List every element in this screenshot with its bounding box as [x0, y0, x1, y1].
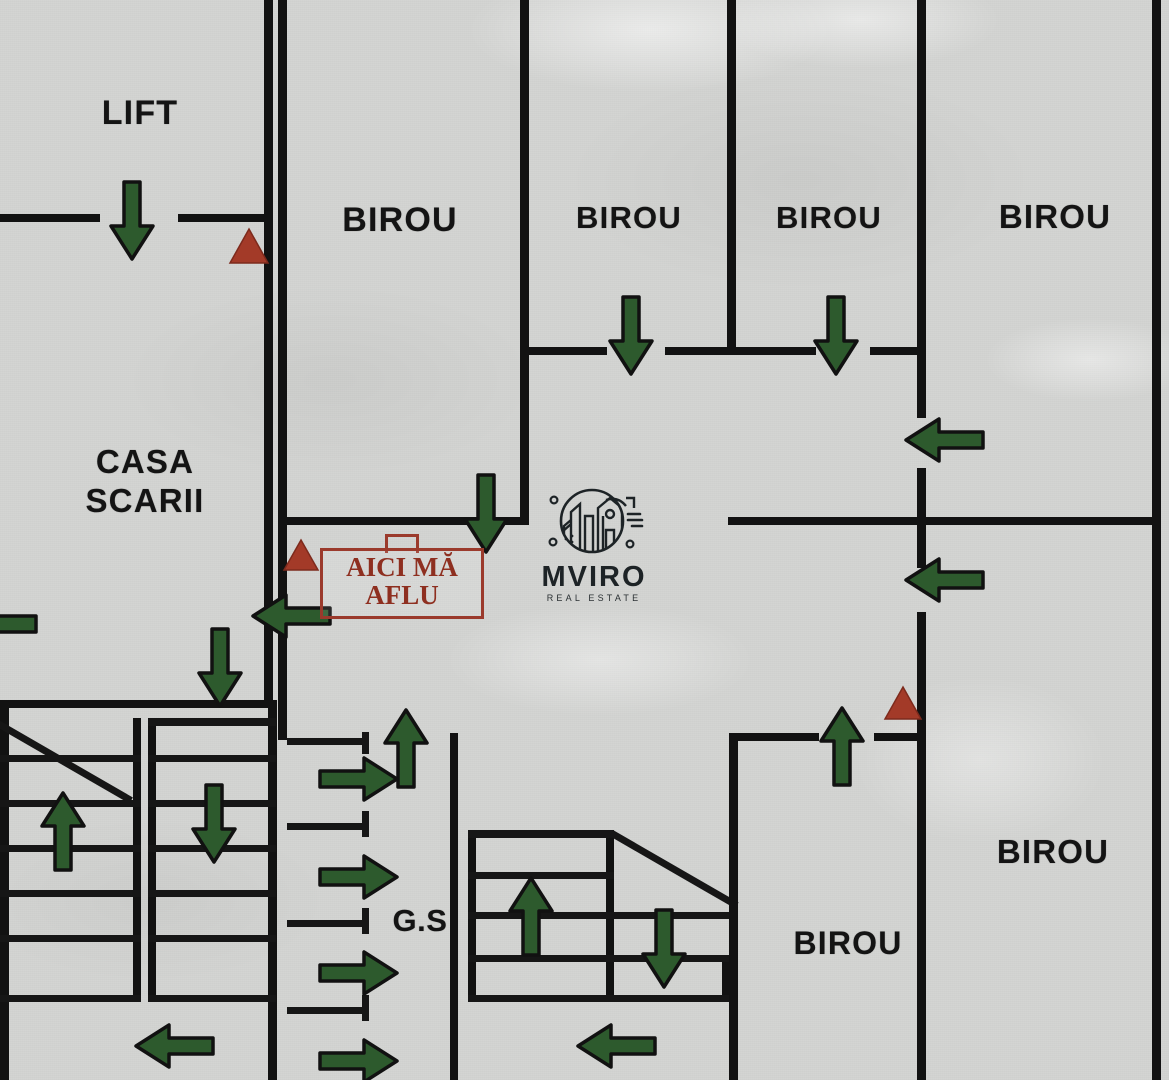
stair-b-tread-top	[148, 718, 276, 726]
wall-stair-b-left	[148, 718, 156, 1000]
wall-stair-a-right	[133, 718, 141, 1000]
evac-arrow-stairs-left-up	[40, 791, 86, 872]
mviro-building-circle-icon	[548, 488, 644, 554]
wall-h-birou3-bottom-right	[870, 347, 926, 355]
evac-arrow-gs-stall-2	[318, 854, 399, 900]
wall-v-lift-right	[264, 0, 273, 700]
mviro-tagline: REAL ESTATE	[546, 593, 642, 603]
wall-v-gs-right	[450, 733, 458, 1080]
room-label-birou-1: BIROU	[342, 201, 458, 239]
here-sign-line1: AICI MĂ	[346, 552, 458, 582]
room-label-birou-2: BIROU	[576, 200, 682, 235]
evac-arrow-gs-stall-1	[318, 756, 399, 802]
wall-h-corridor-right	[728, 517, 1152, 525]
gs-divider-3	[287, 920, 369, 927]
gs-divider-3-cap	[362, 908, 369, 934]
wall-h-birou2-bottom	[529, 347, 607, 355]
gs-divider-1-cap	[362, 732, 369, 754]
wall-v-birou3-right	[917, 0, 926, 418]
wall-outer-right	[1152, 0, 1161, 1080]
evac-arrow-birou-2	[608, 295, 654, 376]
stair-c-diagonal	[609, 830, 739, 909]
stair-b-tread-1	[148, 755, 276, 762]
fire-extinguisher-marker-lift	[228, 227, 270, 264]
evac-arrow-gs-stall-4	[318, 1038, 399, 1080]
here-sign-line2: AFLU	[365, 579, 439, 610]
stair-c-tread-3	[468, 955, 614, 962]
gs-divider-4-cap	[362, 995, 369, 1021]
room-label-birou-6: BIROU	[996, 833, 1110, 870]
evac-arrow-corridor-west	[0, 614, 38, 634]
evac-arrow-bottom-mid	[576, 1023, 657, 1069]
stair-b-tread-4	[148, 890, 276, 897]
room-label-gs: G.S	[392, 903, 448, 938]
evac-arrow-stairwell-entry	[197, 627, 243, 708]
evac-arrow-stairs-left-down	[191, 783, 237, 864]
wall-h-birou2-bottom-right	[665, 347, 736, 355]
gs-divider-2	[287, 823, 369, 830]
stair-c-top	[468, 830, 614, 838]
wall-v-birou5-left	[729, 733, 738, 1080]
stair-b-tread-5	[148, 935, 276, 942]
evac-arrow-lift	[109, 180, 155, 261]
gs-divider-4	[287, 1007, 369, 1014]
wall-h-birou5-top	[729, 733, 819, 741]
stair-b-tread-6	[148, 995, 276, 1002]
evac-arrow-gs-stall-3	[318, 950, 399, 996]
stair-c-tread-2	[468, 912, 614, 919]
here-sign: AICI MĂ AFLU	[320, 548, 484, 619]
wall-v-birou1-left	[278, 0, 287, 740]
stair-a-tread-5	[0, 935, 141, 942]
room-label-birou-5: BIROU	[793, 925, 903, 961]
fire-extinguisher-marker-birou-5	[883, 685, 923, 720]
evac-arrow-birou-3	[813, 295, 859, 376]
wall-stair-c-outer-right	[722, 955, 730, 1000]
stair-a-tread-6	[0, 995, 141, 1002]
evac-arrow-birou-1	[463, 473, 509, 554]
mviro-wordmark: MVIRO	[541, 561, 647, 593]
wall-h-stairwell-top-left	[0, 700, 268, 708]
stair-c-tread-1	[468, 872, 614, 879]
evac-arrow-corridor-right	[904, 557, 985, 603]
fire-extinguisher-marker-here	[282, 538, 320, 571]
wall-h-corridor-mid	[287, 517, 524, 525]
wall-h-lift-left	[0, 214, 100, 222]
evac-arrow-birou-4-upper	[904, 417, 985, 463]
wall-v-birou6-left	[917, 733, 926, 1080]
room-label-casa-scarii: CASA SCARII	[85, 443, 205, 519]
evac-arrow-corridor-mid	[251, 593, 332, 639]
gs-divider-2-cap	[362, 811, 369, 837]
stair-c-bottom	[468, 995, 730, 1002]
room-label-birou-4: BIROU	[998, 198, 1112, 235]
wall-v-birou2-right	[727, 0, 736, 352]
wall-h-birou3-bottom	[736, 347, 816, 355]
wall-h-lift-right	[178, 214, 268, 222]
room-label-lift: LIFT	[101, 94, 179, 132]
gs-divider-1	[287, 738, 369, 745]
evac-arrow-bottom-left	[134, 1023, 215, 1069]
room-label-birou-3: BIROU	[776, 200, 882, 235]
evac-arrow-stairs-mid-down	[641, 908, 687, 989]
evac-arrow-stairs-mid-up	[508, 876, 554, 957]
here-sign-tab	[385, 534, 419, 553]
wall-v-birou4-lower	[917, 612, 926, 740]
evac-arrow-birou-5	[819, 706, 865, 787]
stair-a-tread-1	[0, 755, 141, 762]
evac-arrow-gs-corridor-up	[383, 708, 429, 789]
wall-h-birou5-top-right	[874, 733, 926, 741]
wall-v-birou1-right	[520, 0, 529, 525]
stair-a-tread-4	[0, 890, 141, 897]
